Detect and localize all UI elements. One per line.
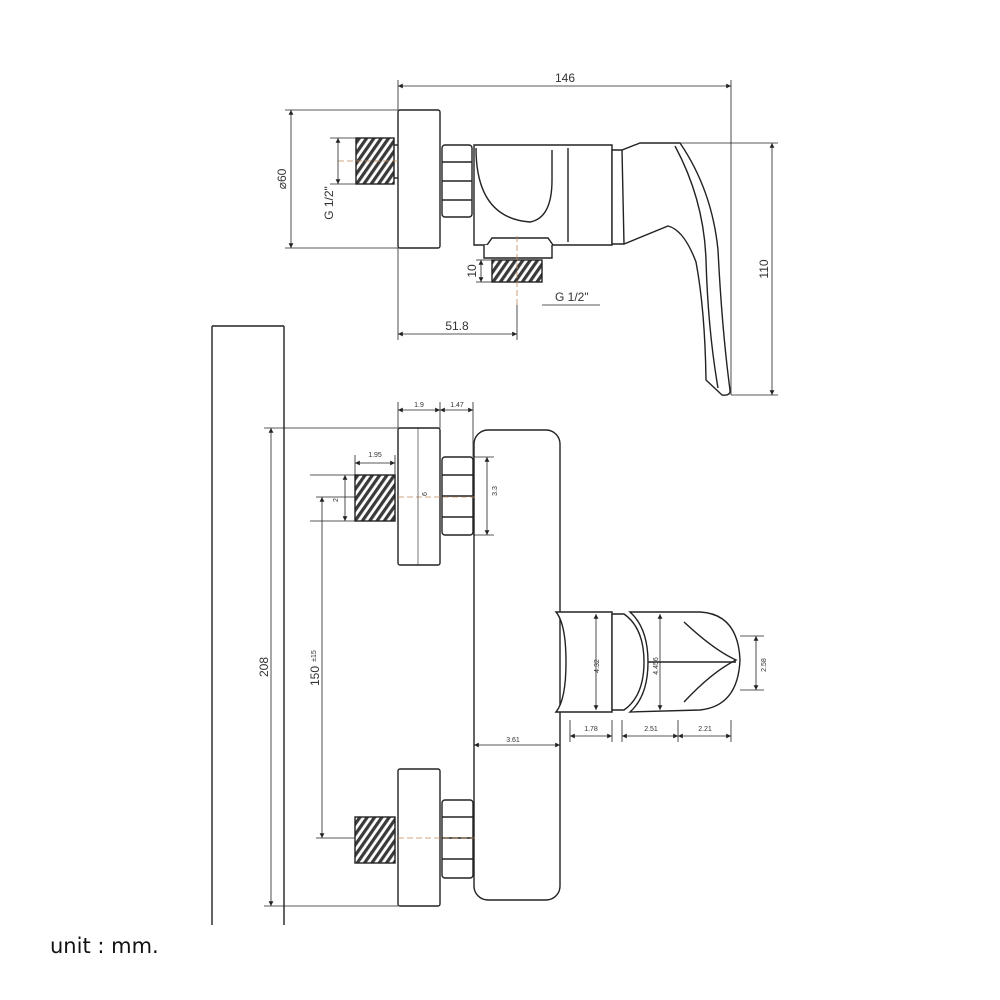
front-lower-nut — [441, 799, 474, 879]
unit-label: unit : mm. — [50, 934, 159, 958]
front-lower-flange — [397, 768, 441, 907]
front-neck — [554, 611, 613, 713]
dim-flange-height: 6 — [422, 492, 429, 496]
front-lower-thread — [354, 816, 396, 864]
top-outlet — [483, 245, 553, 259]
front-upper-flange — [397, 427, 441, 566]
dim-collar-height: 4.456 — [653, 657, 660, 675]
dim-handle-height: 2.58 — [761, 658, 768, 672]
dim-outlet-height: 10 — [465, 264, 479, 278]
dim-total-height: 208 — [257, 657, 271, 677]
front-collar — [611, 613, 645, 711]
dim-nut-height: 3.3 — [492, 486, 499, 496]
dim-flange-diameter: ⌀60 — [275, 168, 289, 189]
top-view-labels: 146 ⌀60 G 1/2" 10 G 1/2" 51.8 110 — [275, 71, 771, 333]
dim-collar-width: 2.51 — [644, 726, 658, 733]
top-body — [473, 144, 613, 246]
dim-outlet-offset: 51.8 — [445, 319, 469, 333]
dim-handle-width: 2.21 — [698, 726, 712, 733]
dim-center-distance: 150 — [308, 666, 322, 686]
dim-body-width: 3.61 — [506, 737, 520, 744]
dim-center-tolerance: ±15 — [311, 650, 318, 662]
front-body — [473, 429, 561, 901]
front-upper-thread — [354, 474, 396, 522]
dim-neck-width: 1.78 — [584, 726, 598, 733]
dim-height: 110 — [757, 259, 771, 278]
dim-outlet-thread: G 1/2" — [555, 290, 589, 304]
dim-inlet-thread: G 1/2" — [322, 186, 336, 220]
dim-overall-width: 146 — [555, 71, 575, 85]
front-view — [211, 325, 741, 925]
dim-flange-depth: 1.9 — [414, 402, 424, 409]
dim-thread-small: 2 — [333, 498, 340, 502]
dim-nut-depth: 1.47 — [450, 402, 464, 409]
front-view-labels: 1.9 1.47 1.95 2 6 3.3 208 150 ±15 3.61 4… — [257, 402, 768, 744]
front-view-dimensions — [264, 402, 764, 907]
top-view-dimensions — [285, 80, 778, 396]
top-handle — [611, 142, 731, 396]
dim-neck-height: 4.32 — [594, 659, 601, 673]
top-view — [338, 109, 731, 396]
top-flange — [397, 109, 441, 249]
dim-thread-length: 1.95 — [368, 452, 382, 459]
